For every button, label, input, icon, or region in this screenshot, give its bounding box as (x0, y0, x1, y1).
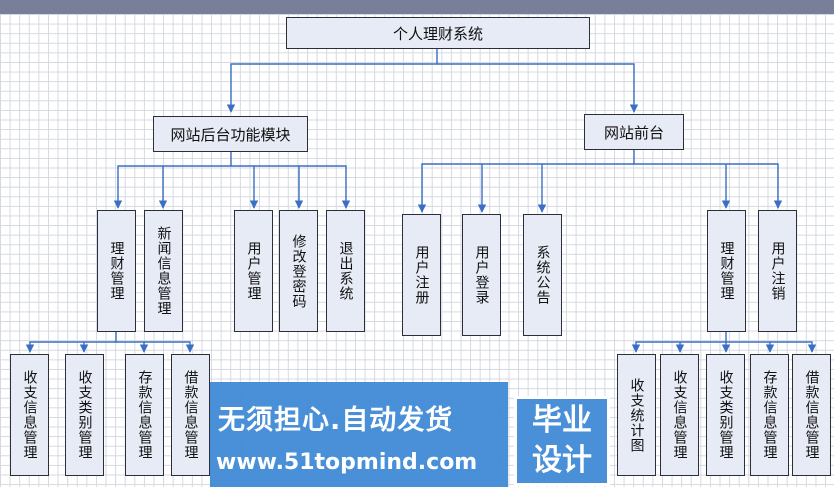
backend-child-node: 用户管理 (234, 210, 273, 332)
link-backend-finance (25, 332, 117, 353)
link-root-backend (226, 49, 438, 113)
link-backend-children (113, 152, 232, 209)
frontend-child-node: 用户登录 (462, 214, 501, 336)
backend-child-node: 修改登密码 (279, 210, 318, 332)
frontend-module-node: 网站前台 (584, 114, 684, 150)
watermark-url: www.51topmind.com (216, 450, 478, 475)
backend-finance-leaf-node: 借款信息管理 (171, 354, 210, 476)
frontend-child-node: 系统公告 (523, 214, 562, 336)
backend-module-node: 网站后台功能模块 (153, 116, 308, 152)
watermark-slogan: 无须担心.自动发货 (218, 405, 454, 436)
watermark-seal-line: 毕业 (532, 403, 592, 438)
backend-finance-leaf-node: 收支信息管理 (10, 354, 49, 476)
frontend-child-node: 理财管理 (707, 210, 746, 332)
watermark-seal: 毕业 设计 (514, 396, 610, 486)
frontend-finance-leaf-node: 借款信息管理 (792, 354, 831, 476)
watermark-seal-line: 设计 (532, 443, 592, 478)
link-frontend-children (417, 150, 635, 213)
link-root-frontend (437, 63, 639, 113)
frontend-finance-leaf-node: 收支统计图 (617, 354, 656, 476)
diagram-canvas: 个人理财系统 网站后台功能模块 网站前台 理财管理 新闻信息管理 用户管理 修改… (0, 14, 834, 487)
backend-child-node: 新闻信息管理 (144, 210, 183, 332)
frontend-finance-leaf-node: 收支类别管理 (706, 354, 745, 476)
backend-finance-leaf-node: 收支类别管理 (65, 354, 104, 476)
frontend-child-node: 用户注销 (758, 210, 797, 332)
watermark-banner (210, 382, 508, 487)
connector-lines (25, 49, 817, 353)
frontend-child-node: 用户注册 (402, 214, 441, 336)
frontend-finance-leaf-node: 收支信息管理 (660, 354, 699, 476)
link-frontend-finance (631, 332, 727, 353)
root-node: 个人理财系统 (286, 17, 590, 49)
frontend-finance-leaf-node: 存款信息管理 (750, 354, 789, 476)
backend-finance-leaf-node: 存款信息管理 (125, 354, 164, 476)
backend-child-node: 退出系统 (326, 210, 365, 332)
backend-child-node: 理财管理 (97, 210, 136, 332)
